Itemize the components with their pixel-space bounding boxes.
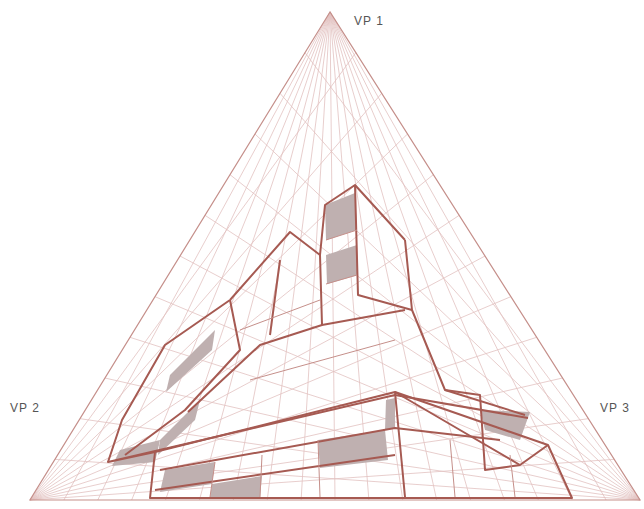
vanishing-point-label: VP 3	[598, 401, 632, 415]
construction-lines	[30, 12, 640, 500]
construction-line	[205, 215, 640, 500]
construction-line	[80, 419, 640, 500]
construction-line	[330, 12, 572, 500]
construction-line	[98, 12, 330, 500]
frame-triangle	[30, 12, 640, 500]
construction-line	[330, 12, 606, 500]
construction-line	[30, 175, 433, 500]
vanishing-point-label: VP 2	[8, 401, 42, 415]
construction-line	[199, 12, 330, 500]
construction-line	[330, 12, 504, 500]
construction-line	[64, 12, 330, 500]
vanishing-point-label: VP 1	[352, 14, 386, 28]
construction-line	[230, 175, 640, 500]
construction-line	[30, 256, 485, 500]
construction-line	[30, 215, 459, 500]
construction-line	[55, 459, 640, 500]
face-grid	[210, 230, 515, 497]
construction-line	[301, 12, 330, 500]
construction-line	[166, 12, 330, 500]
construction-line	[155, 297, 640, 500]
construction-line	[305, 53, 640, 500]
construction-line	[330, 12, 538, 500]
construction-line	[30, 134, 408, 500]
construction-line	[255, 134, 640, 500]
building-outline	[108, 185, 572, 498]
